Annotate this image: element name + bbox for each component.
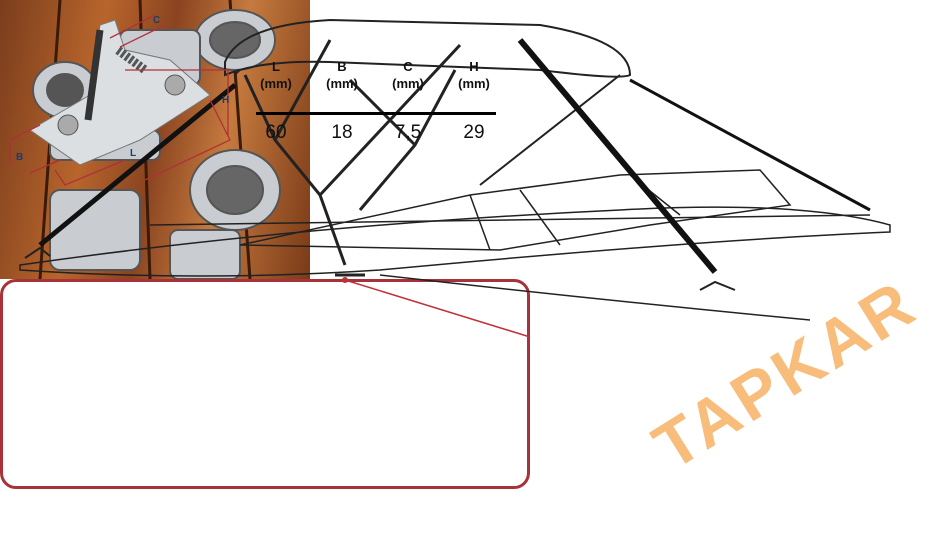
deck-hinge-drawing xyxy=(9,14,231,186)
value-h: 29 xyxy=(463,122,485,143)
pad-eye-spec-callout: C H B L L (mm) B (mm) C (mm) H (mm) 60 18 7,… xyxy=(0,14,530,489)
header-unit: (mm) xyxy=(326,76,358,91)
header-unit: (mm) xyxy=(260,76,292,91)
header-unit: (mm) xyxy=(392,76,424,91)
header-unit: (mm) xyxy=(458,76,490,91)
header-name: H xyxy=(469,59,479,74)
header-name: C xyxy=(403,59,413,74)
value-l: 60 xyxy=(265,122,287,143)
header-name: L xyxy=(272,59,280,74)
value-c: 7,5 xyxy=(394,122,422,143)
header-name: B xyxy=(337,59,347,74)
value-b: 18 xyxy=(331,122,353,143)
header-h: H (mm) xyxy=(439,58,509,92)
table-divider xyxy=(256,112,496,115)
dim-label-h: H xyxy=(222,95,230,106)
header-c: C (mm) xyxy=(373,58,443,92)
header-b: B (mm) xyxy=(307,58,377,92)
dim-label-l: L xyxy=(130,148,137,159)
dim-label-c: C xyxy=(153,15,161,26)
dim-label-b: B xyxy=(16,152,24,163)
header-l: L (mm) xyxy=(241,58,311,92)
